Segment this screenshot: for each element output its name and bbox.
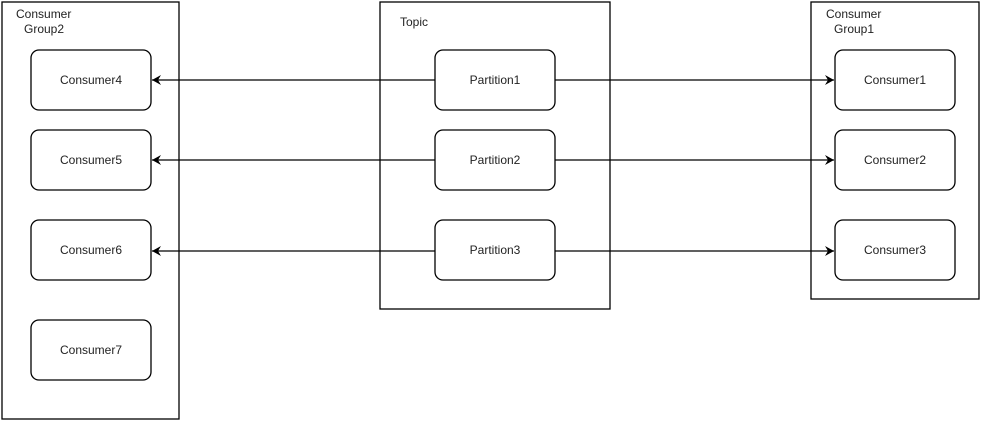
partition2-node[interactable]: Partition2	[434, 129, 556, 191]
partition3-label: Partition3	[470, 243, 521, 257]
consumer7-node[interactable]: Consumer7	[30, 319, 152, 381]
consumer2-node[interactable]: Consumer2	[834, 129, 956, 191]
consumer-group1-container: Consumer Group1	[810, 1, 980, 300]
consumer7-label: Consumer7	[60, 343, 122, 357]
partition1-node[interactable]: Partition1	[434, 49, 556, 111]
consumer4-label: Consumer4	[60, 73, 122, 87]
partition1-label: Partition1	[470, 73, 521, 87]
group2-label-line2: Group2	[24, 22, 64, 36]
consumer6-node[interactable]: Consumer6	[30, 219, 152, 281]
partition2-label: Partition2	[470, 153, 521, 167]
consumer3-label: Consumer3	[864, 243, 926, 257]
consumer3-node[interactable]: Consumer3	[834, 219, 956, 281]
topic-label: Topic	[400, 15, 428, 29]
consumer1-label: Consumer1	[864, 73, 926, 87]
group1-label-line2: Group1	[834, 22, 874, 36]
consumer-group2-container: Consumer Group2	[1, 1, 180, 420]
topic-container: Topic	[379, 1, 611, 310]
consumer6-label: Consumer6	[60, 243, 122, 257]
consumer1-node[interactable]: Consumer1	[834, 49, 956, 111]
group2-label-line1: Consumer	[16, 7, 71, 21]
consumer5-node[interactable]: Consumer5	[30, 129, 152, 191]
group1-label-line1: Consumer	[826, 7, 881, 21]
consumer5-label: Consumer5	[60, 153, 122, 167]
consumer2-label: Consumer2	[864, 153, 926, 167]
partition3-node[interactable]: Partition3	[434, 219, 556, 281]
consumer4-node[interactable]: Consumer4	[30, 49, 152, 111]
